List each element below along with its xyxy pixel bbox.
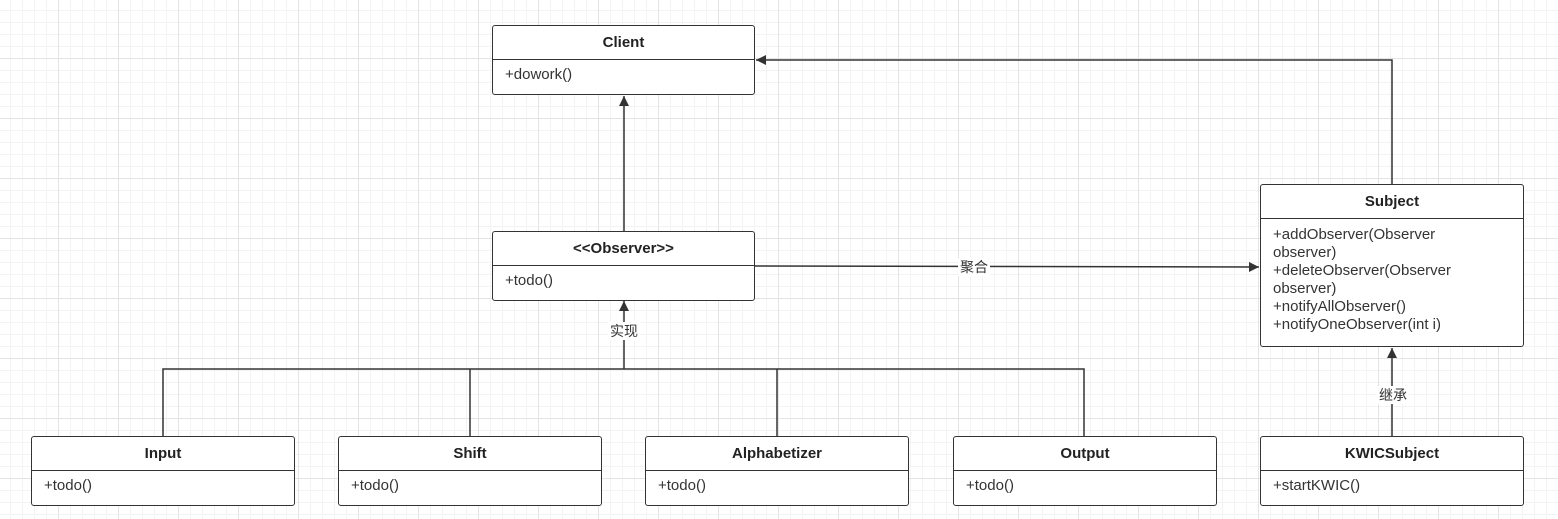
class-alphabetizer-methods: +todo(): [646, 471, 908, 501]
class-alphabetizer-name: Alphabetizer: [646, 437, 908, 471]
method: +todo(): [658, 477, 706, 494]
class-shift-methods: +todo(): [339, 471, 601, 501]
method: +todo(): [44, 477, 92, 494]
aggregation-label: 聚合: [958, 258, 990, 276]
class-kwicsubject-methods: +startKWIC(): [1261, 471, 1523, 501]
class-shift[interactable]: Shift +todo(): [338, 436, 602, 506]
class-alphabetizer[interactable]: Alphabetizer +todo(): [645, 436, 909, 506]
class-client-methods: +dowork(): [493, 60, 754, 90]
class-output[interactable]: Output +todo(): [953, 436, 1217, 506]
method: +todo(): [351, 477, 399, 494]
class-input[interactable]: Input +todo(): [31, 436, 295, 506]
class-output-methods: +todo(): [954, 471, 1216, 501]
class-input-name: Input: [32, 437, 294, 471]
inheritance-label: 继承: [1377, 386, 1409, 404]
method: +dowork(): [505, 66, 573, 83]
class-shift-name: Shift: [339, 437, 601, 471]
class-kwicsubject-name: KWICSubject: [1261, 437, 1523, 471]
method: +startKWIC(): [1273, 477, 1361, 494]
class-observer-methods: +todo(): [493, 266, 754, 296]
method: +deleteObserver(Observer observer): [1273, 262, 1451, 297]
class-output-name: Output: [954, 437, 1216, 471]
method: +notifyAllObserver(): [1273, 298, 1406, 315]
class-client-name: Client: [493, 26, 754, 60]
class-subject-methods: +addObserver(Observer observer) +deleteO…: [1261, 219, 1523, 340]
class-input-methods: +todo(): [32, 471, 294, 501]
method: +todo(): [966, 477, 1014, 494]
method: +notifyOneObserver(int i): [1273, 316, 1441, 333]
class-client[interactable]: Client +dowork(): [492, 25, 755, 95]
class-observer[interactable]: <<Observer>> +todo(): [492, 231, 755, 301]
class-observer-name: <<Observer>>: [493, 232, 754, 266]
class-subject[interactable]: Subject +addObserver(Observer observer) …: [1260, 184, 1524, 347]
method: +todo(): [505, 272, 553, 289]
realization-tree: [162, 368, 1085, 437]
method: +addObserver(Observer observer): [1273, 226, 1436, 261]
class-kwicsubject[interactable]: KWICSubject +startKWIC(): [1260, 436, 1524, 506]
realization-label: 实现: [608, 322, 640, 340]
aggregation-arrow: [754, 261, 1260, 272]
class-subject-name: Subject: [1261, 185, 1523, 219]
subject-to-client-arrow: [756, 55, 1393, 185]
